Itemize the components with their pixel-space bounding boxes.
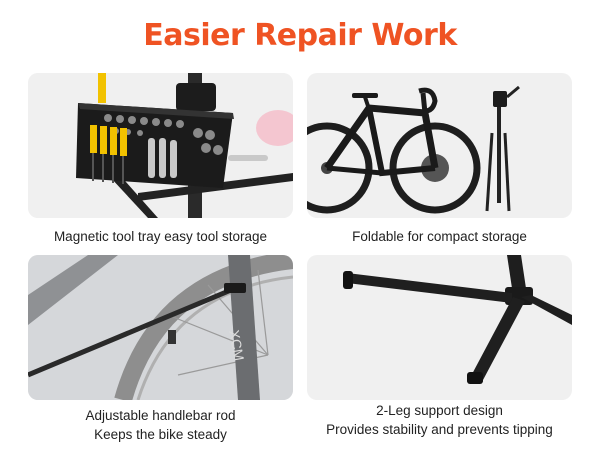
feature-caption-foldable: Foldable for compact storage	[307, 227, 572, 246]
caption-line: Adjustable handlebar rod	[85, 408, 236, 423]
svg-text:XCM: XCM	[226, 329, 247, 362]
handlebar-rod-image: XCM	[28, 255, 293, 400]
tool-tray-illustration	[28, 73, 293, 218]
feature-caption-two-leg: 2-Leg support design Provides stability …	[307, 401, 572, 439]
feature-caption-handlebar-rod: Adjustable handlebar rod Keeps the bike …	[28, 406, 293, 444]
stand-legs-image	[307, 255, 572, 400]
bike-and-folded-stand-illustration	[307, 73, 572, 218]
folded-stand-image	[307, 73, 572, 218]
page-title: Easier Repair Work	[143, 18, 457, 53]
two-leg-stand-illustration	[307, 255, 572, 400]
handlebar-rod-illustration: XCM	[28, 255, 293, 400]
caption-line: Foldable for compact storage	[352, 229, 527, 244]
caption-line: Keeps the bike steady	[94, 427, 227, 442]
feature-caption-tool-tray: Magnetic tool tray easy tool storage	[28, 227, 293, 246]
tool-tray-image	[28, 73, 293, 218]
caption-line: 2-Leg support design	[376, 403, 503, 418]
caption-line: Provides stability and prevents tipping	[326, 422, 553, 437]
caption-line: Magnetic tool tray easy tool storage	[53, 229, 268, 244]
